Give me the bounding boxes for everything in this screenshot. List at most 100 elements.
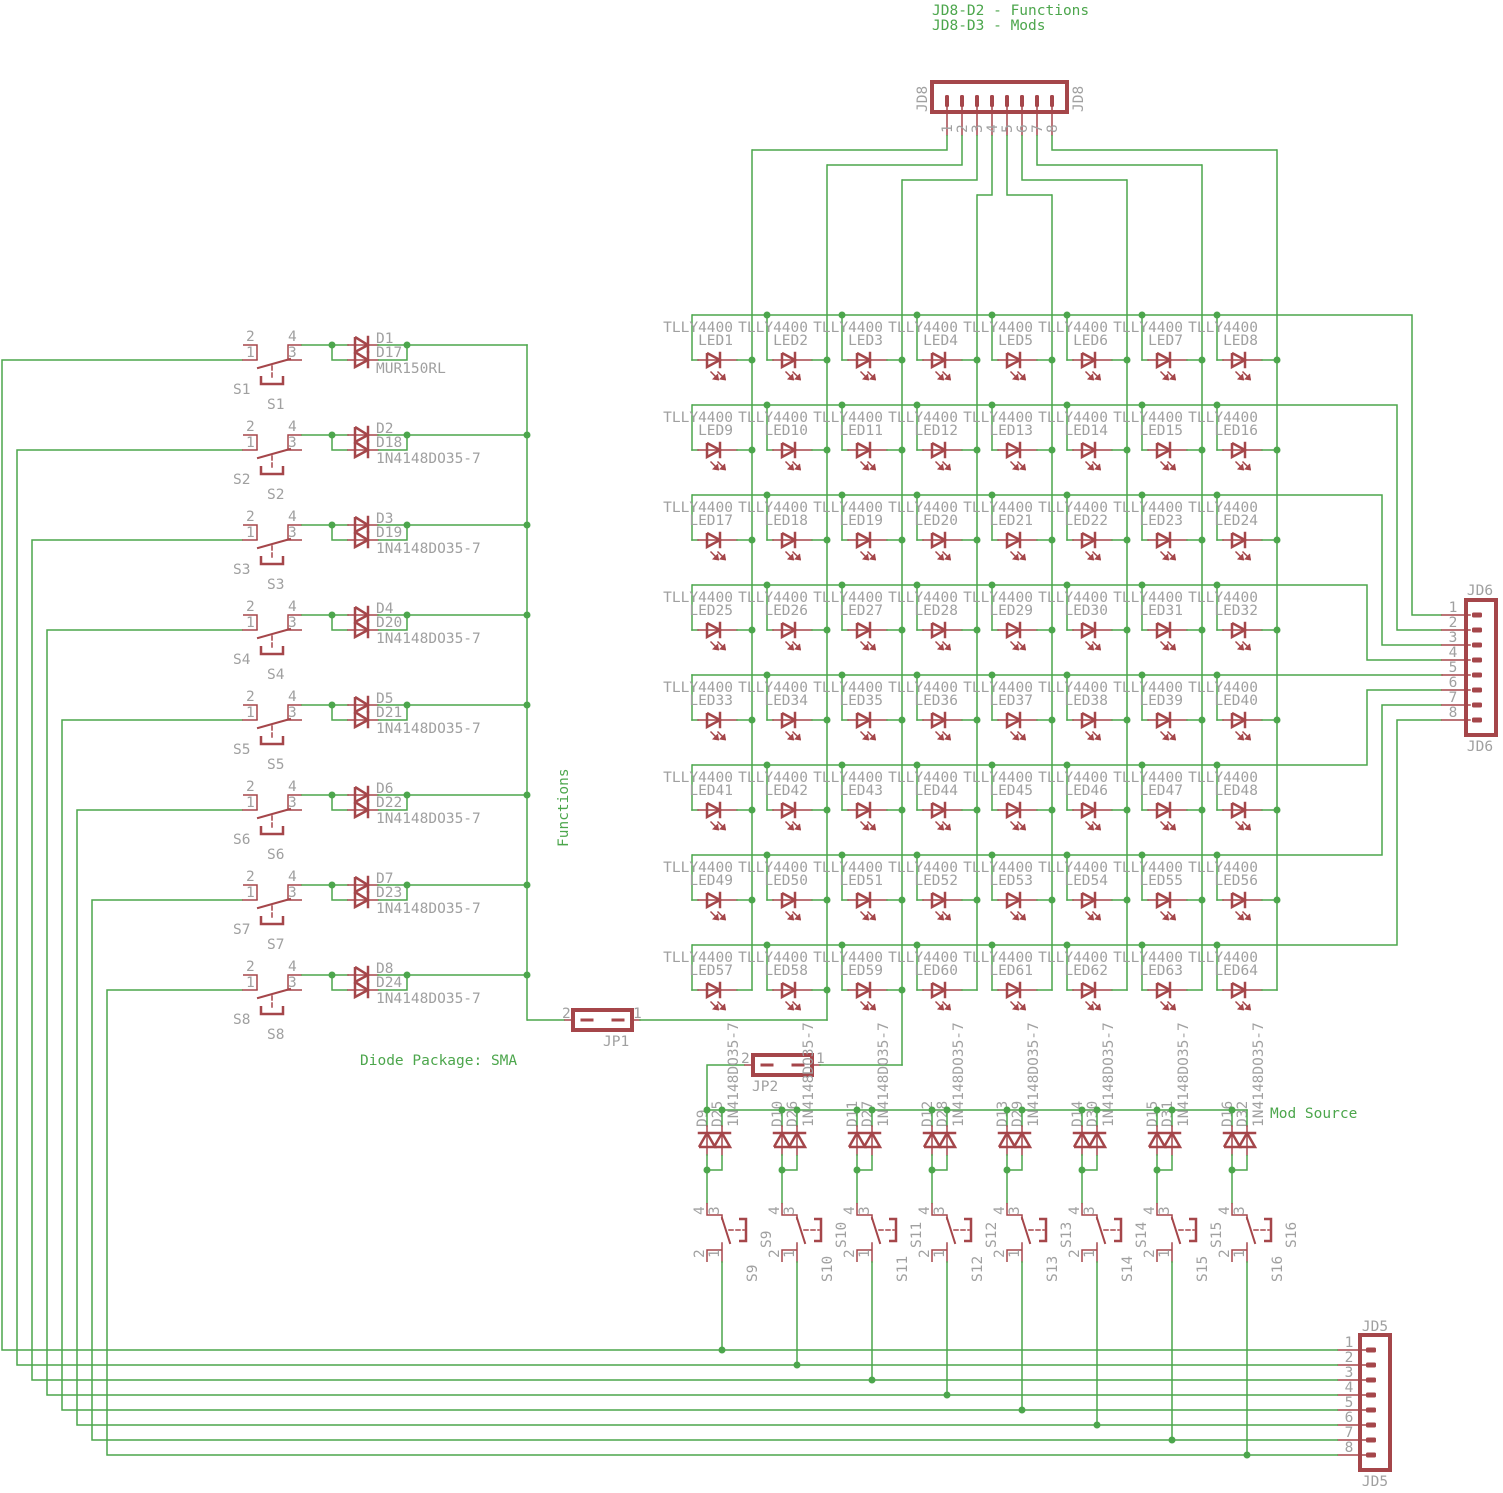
connector-pin <box>1472 672 1482 678</box>
column-wire <box>1036 135 1202 166</box>
led-icon <box>705 621 723 640</box>
led-name-label: LED8 <box>1223 333 1258 349</box>
light-arrow-icon <box>711 1003 720 1011</box>
connector-name: JD6 <box>1467 583 1493 599</box>
switch-pin <box>287 344 302 361</box>
led-icon <box>780 441 798 460</box>
pin-number: 3 <box>932 1206 948 1215</box>
light-arrow-icon <box>1086 913 1095 921</box>
pin-number: 2 <box>767 1249 783 1258</box>
led-part-label: TLLY4400 <box>1113 410 1183 426</box>
junction-dot <box>1063 401 1071 409</box>
light-arrow-icon <box>943 1003 952 1011</box>
switch-value: S5 <box>267 757 284 773</box>
led-name-label: LED63 <box>1139 963 1183 979</box>
mod-source-label: Mod Source <box>1270 1106 1357 1122</box>
led-icon <box>1155 441 1173 460</box>
diode-name: D25 <box>710 1101 726 1127</box>
pin-number: 3 <box>288 345 297 361</box>
led-name-label: LED20 <box>914 513 958 529</box>
connector-pin <box>1472 627 1482 633</box>
led-icon <box>705 531 723 550</box>
pin-number: 4 <box>288 509 297 525</box>
led-name-label: LED10 <box>764 423 808 439</box>
junction-dot <box>973 356 981 364</box>
wire <box>378 345 408 361</box>
junction-dot <box>1138 401 1146 409</box>
pin-number: 4 <box>767 1206 783 1215</box>
light-arrow-icon <box>1011 463 1020 471</box>
led-icon <box>930 441 948 460</box>
led-icon <box>1230 801 1248 820</box>
column-wire <box>1006 135 1052 196</box>
junction-dot <box>973 446 981 454</box>
light-arrow-icon <box>1236 1003 1245 1011</box>
led-icon <box>705 801 723 820</box>
light-arrow-icon <box>1018 1003 1027 1011</box>
light-arrow-icon <box>943 643 952 651</box>
led-icon <box>930 351 948 370</box>
switch-pin <box>1006 1249 1022 1262</box>
light-arrow-icon <box>1018 913 1027 921</box>
led-part-label: TLLY4400 <box>1113 860 1183 876</box>
diode-icon <box>697 1130 718 1149</box>
junction-dot <box>523 431 531 439</box>
led-name-label: LED62 <box>1064 963 1108 979</box>
light-arrow-icon <box>936 733 945 741</box>
diode-name: D15 <box>1145 1101 1161 1127</box>
led-name-label: LED1 <box>698 333 733 349</box>
light-arrow-icon <box>1018 463 1027 471</box>
diode-name: D8 <box>376 961 393 977</box>
wire <box>331 975 348 991</box>
junction-dot <box>328 881 336 889</box>
switch-bracket <box>1264 1217 1273 1243</box>
switch-name: S14 <box>1134 1222 1150 1248</box>
light-arrow-icon <box>1018 823 1027 831</box>
connector-value: JD8 <box>1071 86 1087 112</box>
pin-number: 1 <box>246 435 255 451</box>
light-arrow-icon <box>1236 463 1245 471</box>
junction-dot <box>763 491 771 499</box>
junction-dot <box>973 806 981 814</box>
pin-number: 2 <box>842 1249 858 1258</box>
junction-dot <box>1138 761 1146 769</box>
light-arrow-icon <box>936 1003 945 1011</box>
pin-number: 1 <box>1007 1249 1023 1258</box>
led-icon <box>1005 531 1023 550</box>
light-arrow-icon <box>786 463 795 471</box>
led-name-label: LED58 <box>764 963 808 979</box>
led-name-label: LED11 <box>839 423 883 439</box>
light-arrow-icon <box>861 1003 870 1011</box>
junction-dot <box>1198 896 1206 904</box>
junction-dot <box>898 716 906 724</box>
led-icon <box>780 711 798 730</box>
light-arrow-icon <box>1168 823 1177 831</box>
wire <box>331 885 348 901</box>
led-part-label: TLLY4400 <box>738 770 808 786</box>
led-icon <box>1155 531 1173 550</box>
light-arrow-icon <box>793 553 802 561</box>
light-arrow-icon <box>718 1003 727 1011</box>
connector-body <box>1464 598 1498 737</box>
light-arrow-icon <box>711 553 720 561</box>
light-arrow-icon <box>861 733 870 741</box>
pin-number: 1 <box>246 885 255 901</box>
junction-dot <box>898 356 906 364</box>
diode-name: D10 <box>770 1101 786 1127</box>
connector-pin <box>1472 687 1482 693</box>
junction-dot <box>763 851 771 859</box>
led-part-label: TLLY4400 <box>663 860 733 876</box>
light-arrow-icon <box>936 463 945 471</box>
switch-pin <box>287 614 302 631</box>
diode-name: D6 <box>376 781 393 797</box>
diode-name: D19 <box>376 525 402 541</box>
led-part-label: TLLY4400 <box>888 680 958 696</box>
